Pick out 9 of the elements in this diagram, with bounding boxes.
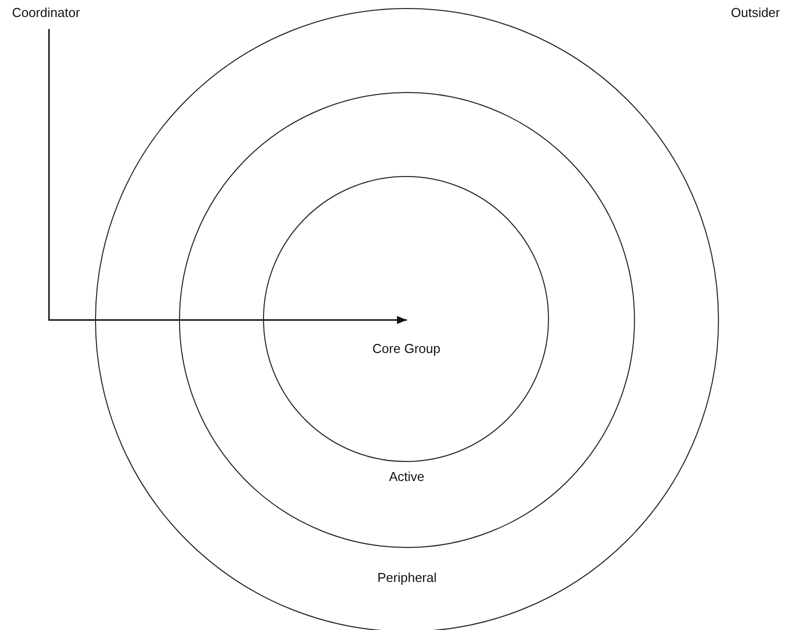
ring-label: Active xyxy=(388,469,424,484)
role-label: Coordinator xyxy=(12,5,80,20)
arrow xyxy=(48,29,407,324)
ring-circle xyxy=(178,92,635,548)
ring-circle xyxy=(263,176,550,462)
ring-label: Peripheral xyxy=(377,570,437,585)
ring-label: Core Group xyxy=(372,341,440,356)
role-label: Outsider xyxy=(730,5,780,20)
ring-circle xyxy=(95,8,719,630)
